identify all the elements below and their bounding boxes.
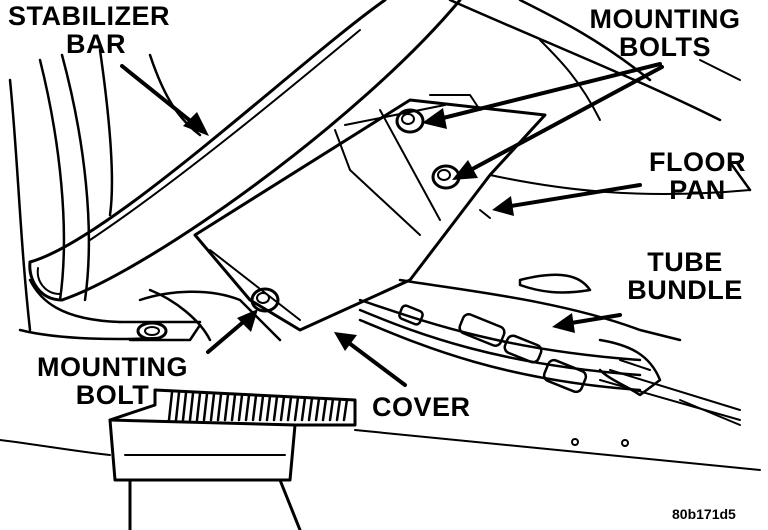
hatch-line (258, 394, 265, 422)
hatch-line (328, 397, 335, 422)
label-floor-pan: FLOOR PAN (640, 148, 755, 204)
label-stabilizer-bar: STABILIZER BAR (8, 2, 170, 58)
stabilizer-bar-shape (28, 0, 462, 302)
arrowhead-floor-pan (492, 196, 514, 216)
frame-rail (108, 388, 357, 530)
label-floor-pan-line1: FLOOR (649, 147, 746, 177)
arrow-tube-bundle (563, 313, 622, 326)
arrowhead-tube-bundle (552, 313, 575, 333)
arrowhead-mounting-bolt-middle (452, 160, 478, 180)
floor-pan (398, 0, 752, 426)
label-floor-pan-line2: PAN (669, 175, 726, 205)
hatch-line (342, 398, 349, 422)
hatch-line (265, 395, 272, 422)
vehicle-frame-lines (8, 48, 212, 342)
hatch-line (314, 397, 321, 422)
hatch-line (321, 397, 328, 422)
hatch-line (223, 393, 230, 422)
hatch-line (335, 397, 342, 422)
hatch-line (188, 392, 195, 422)
label-tube-bundle: TUBE BUNDLE (615, 248, 755, 304)
hatch-line (230, 393, 237, 422)
hatch-line (216, 393, 223, 422)
hatch-line (202, 392, 209, 422)
arrow-mounting-bolt-middle (463, 65, 664, 175)
hatch-line (286, 395, 293, 422)
hatch-line (279, 395, 286, 422)
frame-rail-hatching (167, 391, 349, 422)
arrow-cover (343, 338, 407, 387)
figure-id: 80b171d5 (672, 506, 736, 522)
arrowhead-mounting-bolt-upper (422, 108, 447, 129)
arrowhead-mounting-bolt-lower (237, 309, 258, 332)
arrow-mounting-bolt-upper (433, 62, 662, 122)
ground-lines (0, 209, 761, 471)
cover-plate (193, 94, 547, 332)
hatch-line (300, 396, 307, 422)
hatch-line (167, 391, 174, 422)
label-cover: COVER (372, 393, 471, 421)
hatch-line (272, 395, 279, 422)
bolt-upper-icon (395, 108, 425, 134)
label-mounting-bolts-line2: BOLTS (619, 32, 711, 62)
hatch-line (237, 394, 244, 422)
hatch-line (195, 392, 202, 422)
tube-bundle-shape (358, 298, 662, 397)
hatch-line (209, 392, 216, 422)
arrowhead-stabilizer-bar (183, 112, 209, 136)
hatch-line (307, 396, 314, 422)
arrowhead-cover (334, 332, 357, 351)
arrow-mounting-bolt-lower (206, 316, 250, 354)
bolt-lower-icon (250, 287, 280, 313)
hatch-line (181, 391, 188, 422)
arrow-floor-pan (503, 183, 642, 209)
label-stabilizer-bar-line2: BAR (66, 29, 126, 59)
arrow-stabilizer-bar (120, 64, 200, 129)
frame-bracket (128, 290, 282, 342)
label-stabilizer-bar-line1: STABILIZER (8, 1, 170, 31)
label-mounting-bolts: MOUNTING BOLTS (575, 5, 755, 61)
label-mounting-bolt-line2: BOLT (75, 380, 150, 410)
leader-arrows (120, 62, 664, 387)
hatch-line (293, 396, 300, 422)
label-mounting-bolt: MOUNTING BOLT (20, 353, 205, 409)
label-tube-bundle-line1: TUBE (647, 247, 723, 277)
hatch-line (174, 391, 181, 422)
label-mounting-bolt-line1: MOUNTING (37, 352, 188, 382)
label-cover-text: COVER (372, 392, 471, 422)
hatch-line (244, 394, 251, 422)
label-tube-bundle-line2: BUNDLE (627, 275, 743, 305)
hatch-line (251, 394, 258, 422)
label-mounting-bolts-line1: MOUNTING (589, 4, 741, 34)
